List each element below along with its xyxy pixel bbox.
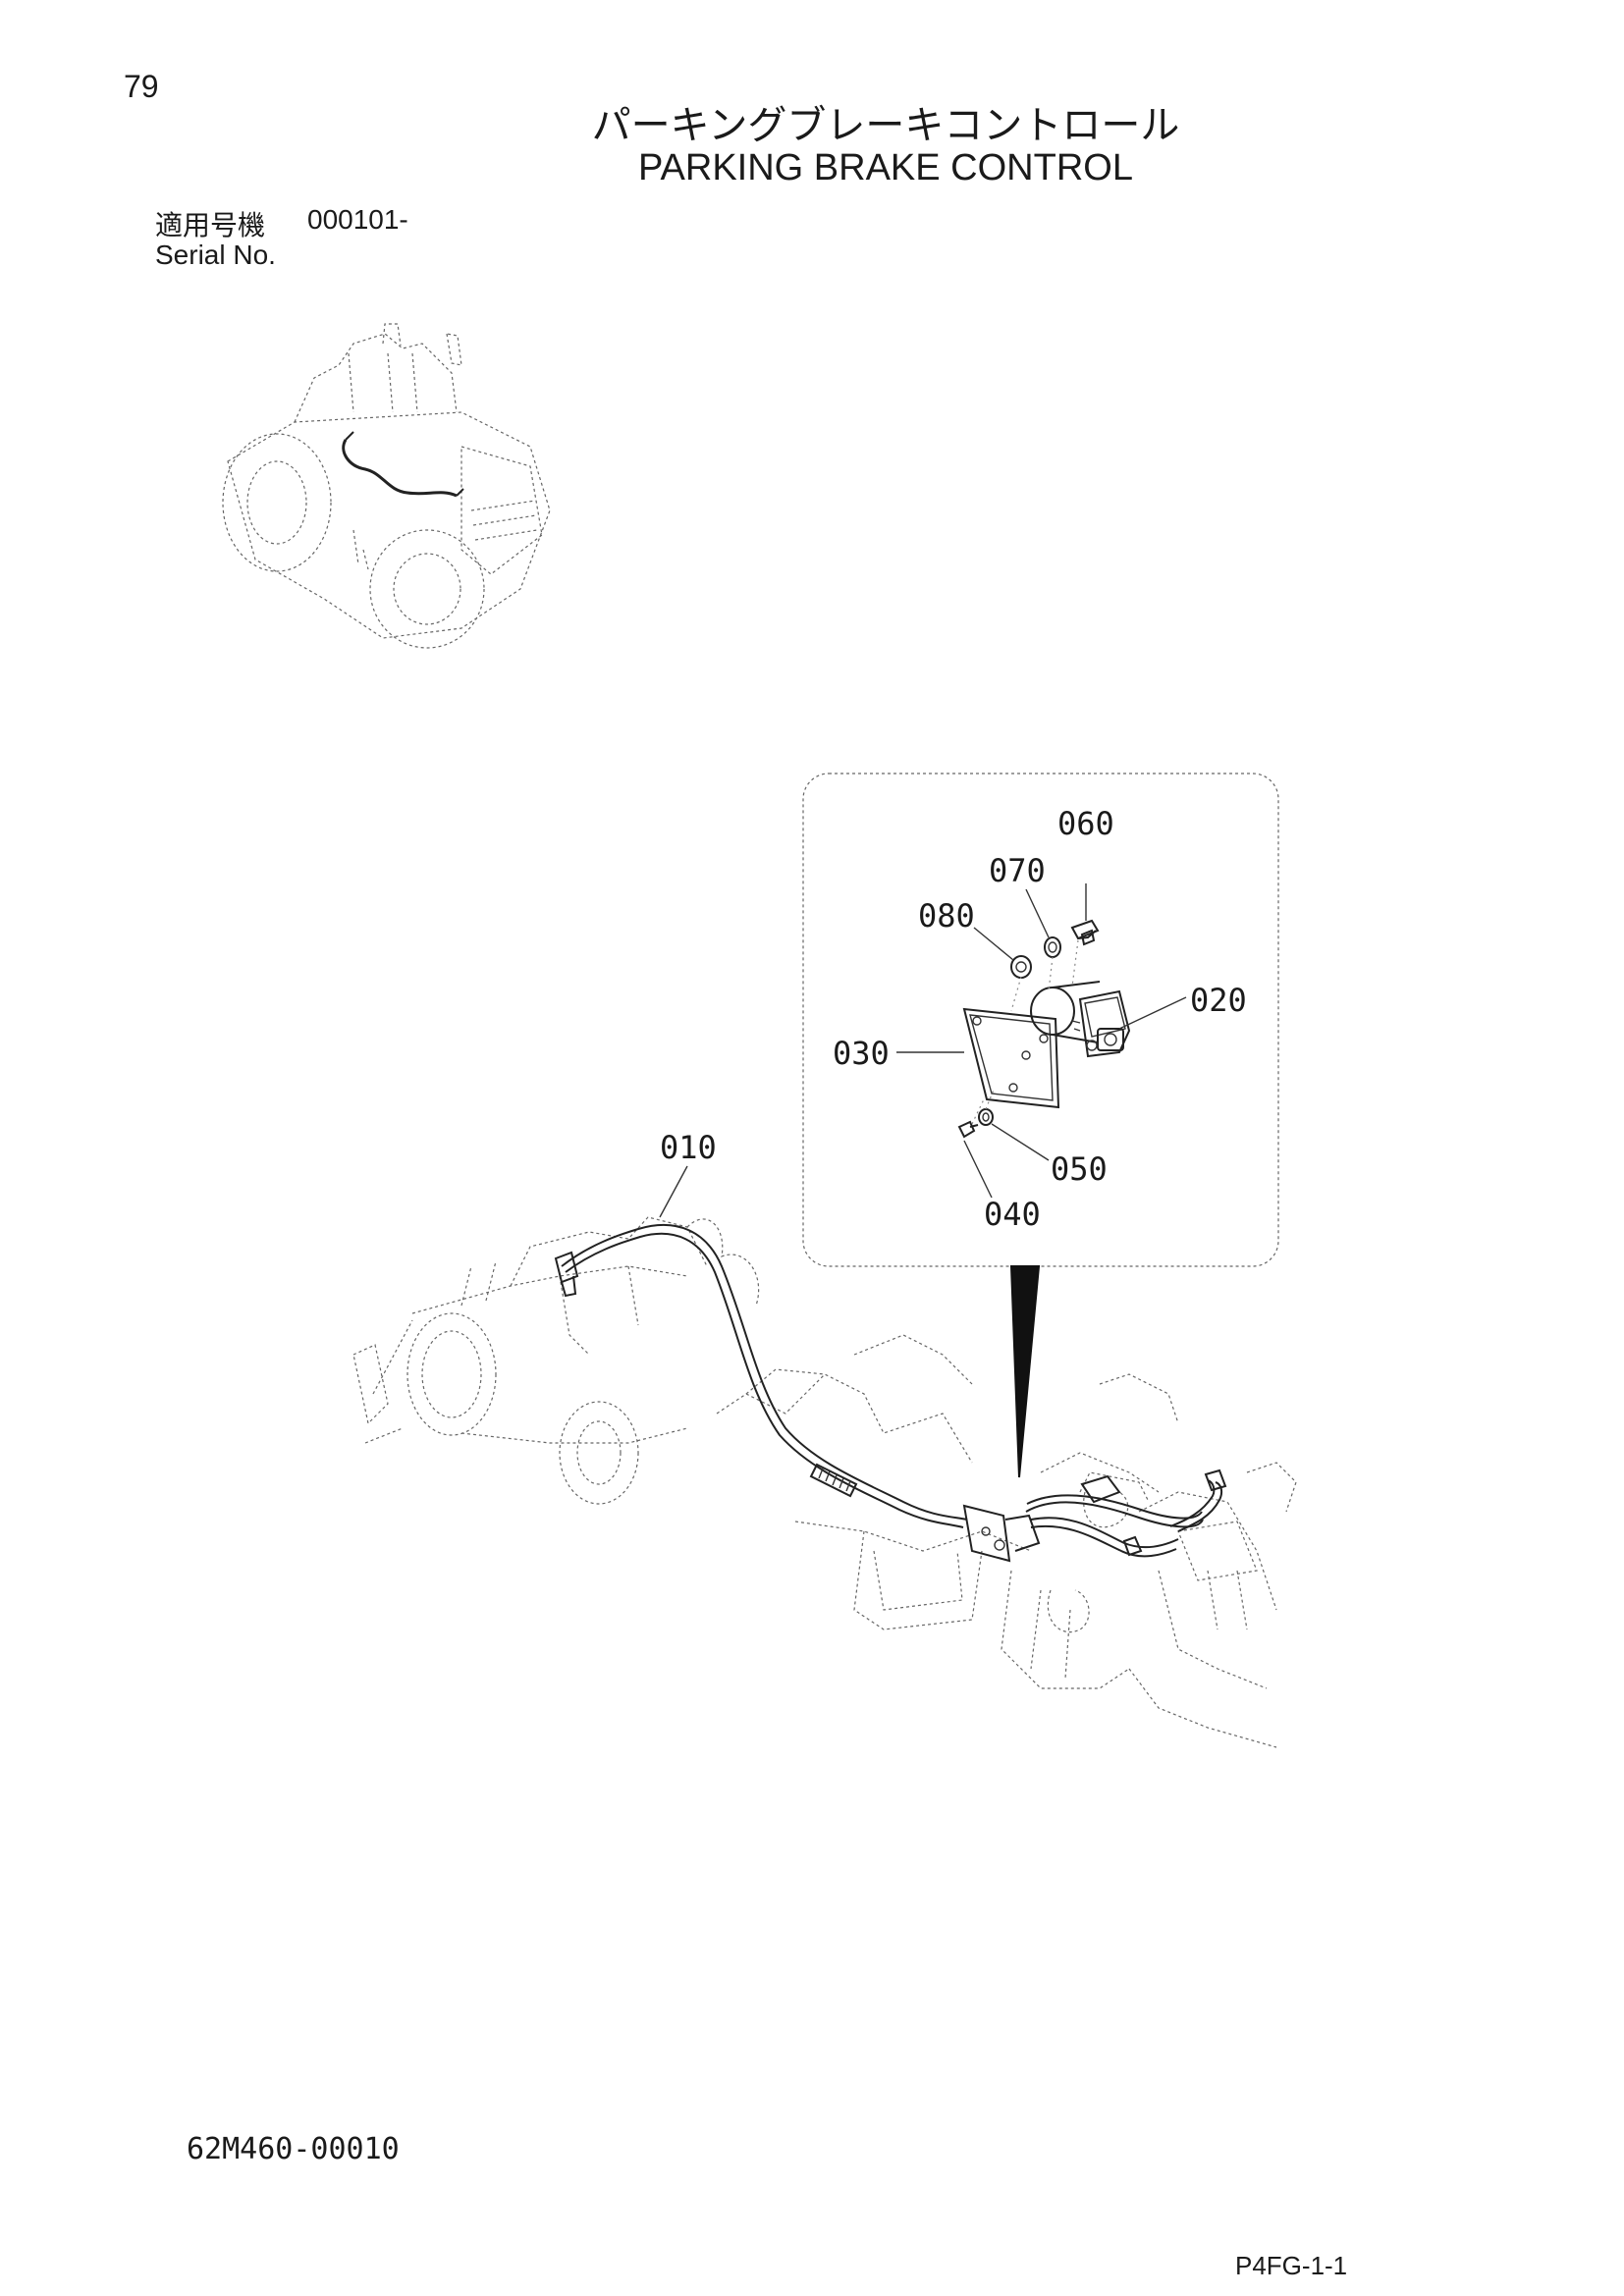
detail-inset [802,773,1279,1478]
title-english: PARKING BRAKE CONTROL [638,147,1133,188]
callout-030: 030 [833,1035,890,1072]
serial-label-english: Serial No. [155,240,276,270]
serial-label-japanese: 適用号機 [155,209,266,241]
callout-080: 080 [918,897,975,934]
page-code: P4FG-1-1 [1235,2251,1348,2280]
main-assembly-drawing [352,1216,1297,1748]
callout-020: 020 [1190,982,1247,1019]
leader-010 [659,1165,688,1218]
callout-050: 050 [1051,1150,1108,1188]
drawing-number: 62M460-00010 [187,2132,400,2166]
page-number: 79 [124,69,159,104]
title-japanese: パーキングブレーキコントロール [591,103,1180,148]
callout-040: 040 [984,1196,1041,1233]
callout-070: 070 [989,852,1046,889]
callout-060: 060 [1057,805,1114,842]
machine-overview-illustration [222,323,551,649]
callout-010: 010 [660,1129,717,1166]
serial-value: 000101- [307,204,408,235]
